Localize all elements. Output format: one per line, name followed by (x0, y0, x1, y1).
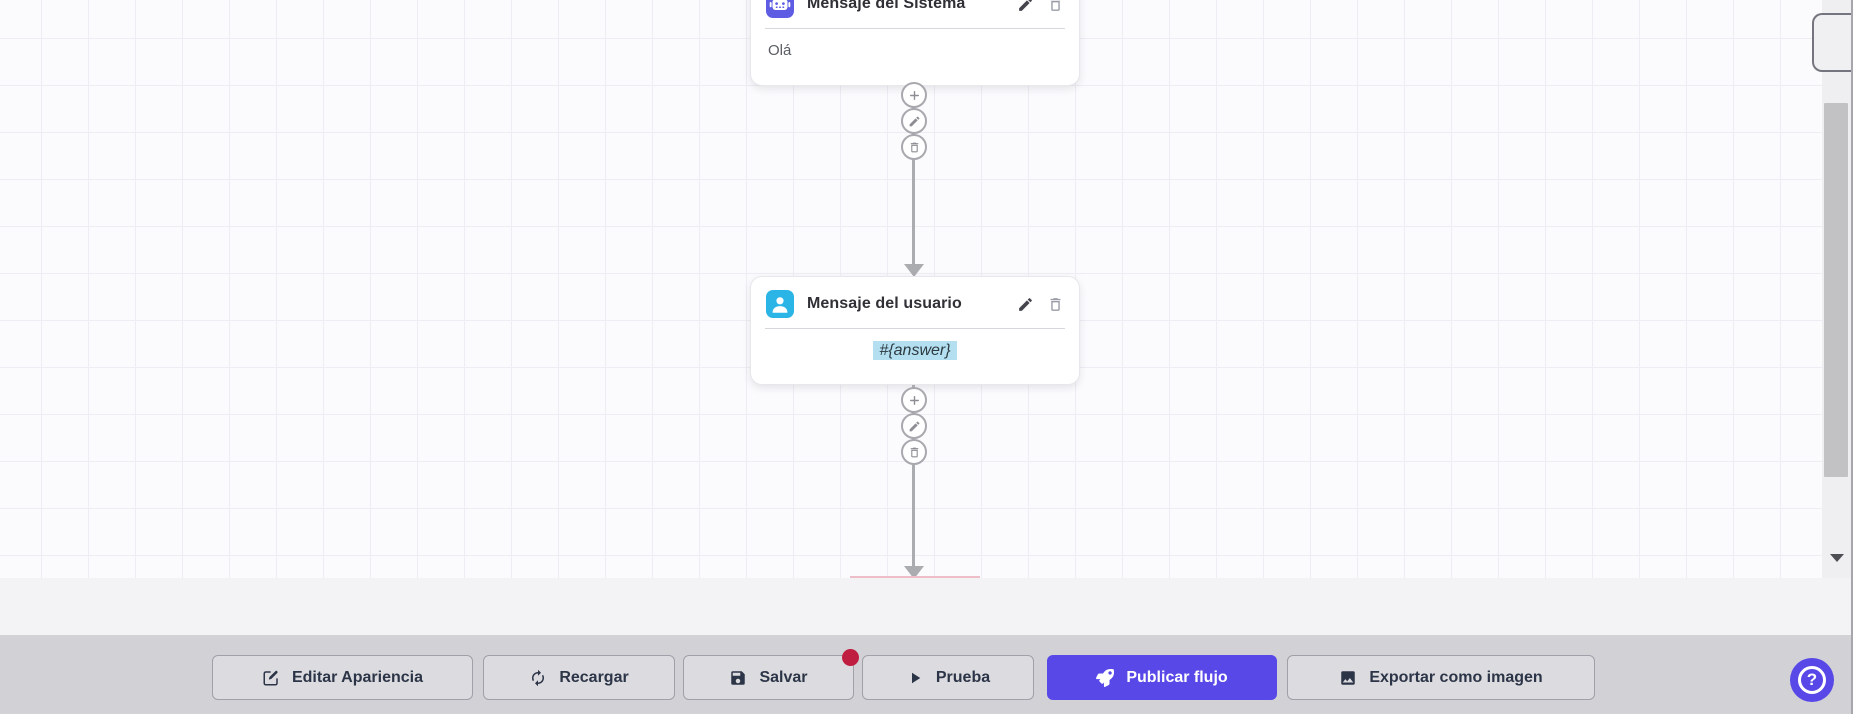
edit-square-icon (263, 670, 278, 685)
export-image-button[interactable]: Exportar como imagen (1287, 655, 1595, 700)
connector-line (912, 385, 915, 566)
add-step-button[interactable] (901, 82, 927, 108)
rocket-icon (1096, 668, 1115, 687)
next-node-top-edge (850, 576, 980, 578)
button-label: Salvar (759, 668, 808, 686)
node-body-text: #{answer} (751, 329, 1079, 373)
node-user-message[interactable]: Mensaje del usuario #{answer} (750, 276, 1080, 385)
pencil-icon[interactable] (1017, 296, 1034, 313)
vertical-scrollbar[interactable] (1822, 0, 1851, 578)
refresh-icon (532, 669, 545, 686)
robot-icon (766, 0, 794, 18)
play-icon (911, 672, 921, 683)
button-label: Editar Apariencia (291, 668, 423, 686)
canvas-footer-strip (0, 578, 1853, 635)
node-body-text: Olá (768, 42, 792, 59)
arrow-down-icon (904, 264, 924, 277)
user-icon (766, 290, 794, 318)
node-header: Mensaje del usuario (751, 277, 1079, 328)
button-label: Prueba (935, 668, 991, 686)
node-system-message[interactable]: Mensaje del Sistema Olá (750, 0, 1080, 86)
test-button[interactable]: Prueba (862, 655, 1034, 700)
scrollbar-thumb[interactable] (1824, 103, 1848, 477)
flow-canvas[interactable]: Mensaje del Sistema Olá (0, 0, 1853, 579)
arrow-down-icon (904, 566, 924, 579)
unsaved-changes-badge (842, 649, 859, 666)
image-icon (1341, 670, 1356, 685)
button-label: Exportar como imagen (1369, 668, 1543, 686)
cutoff-corner-panel (1812, 13, 1853, 72)
trash-icon[interactable] (1047, 296, 1064, 313)
edit-step-button[interactable] (901, 413, 927, 439)
help-button[interactable]: ? (1790, 658, 1834, 702)
answer-variable-chip[interactable]: #{answer} (873, 341, 957, 360)
pencil-icon[interactable] (1017, 0, 1034, 13)
connector-line (912, 86, 915, 264)
save-icon (731, 670, 746, 685)
delete-step-button[interactable] (901, 134, 927, 160)
divider (765, 328, 1065, 329)
window-right-edge (1851, 0, 1853, 714)
reload-button[interactable]: Recargar (483, 655, 675, 700)
add-step-button[interactable] (901, 387, 927, 413)
divider (765, 28, 1065, 29)
node-title: Mensaje del usuario (807, 295, 962, 312)
edit-step-button[interactable] (901, 108, 927, 134)
delete-step-button[interactable] (901, 439, 927, 465)
button-label: Publicar flujo (1126, 668, 1228, 686)
node-header: Mensaje del Sistema (751, 0, 1079, 28)
bottom-toolbar: Editar Apariencia Recargar Salvar Prueba… (0, 635, 1853, 714)
scroll-down-arrow-icon[interactable] (1830, 554, 1844, 562)
save-button[interactable]: Salvar (683, 649, 859, 700)
edit-appearance-button[interactable]: Editar Apariencia (212, 655, 473, 700)
button-label: Recargar (559, 668, 629, 686)
publish-flow-button[interactable]: Publicar flujo (1047, 655, 1277, 700)
node-title: Mensaje del Sistema (807, 0, 966, 12)
question-mark-icon: ? (1798, 666, 1826, 694)
trash-icon[interactable] (1047, 0, 1064, 13)
